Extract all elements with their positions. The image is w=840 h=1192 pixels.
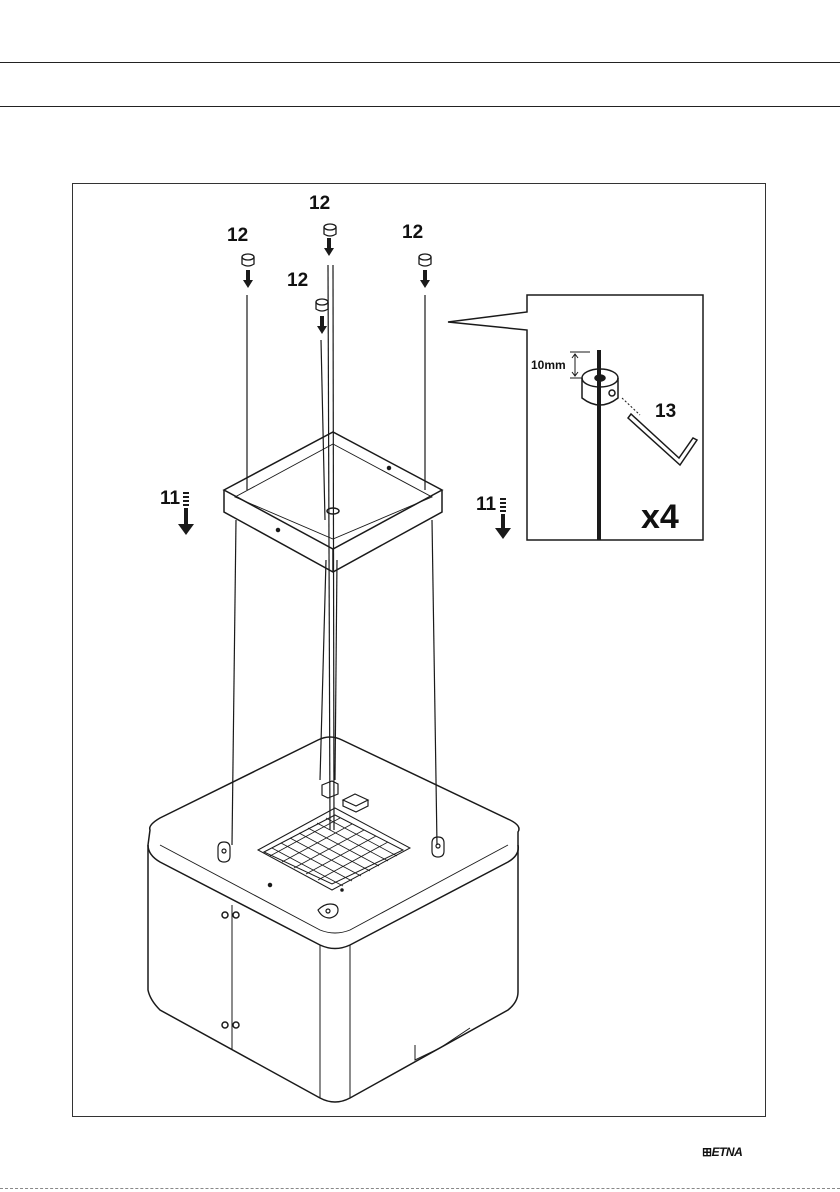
label-canopy-right: 11 [476,495,496,514]
label-bolt-top: 12 [309,194,330,213]
label-bolt-inner: 12 [287,271,308,290]
junction-box [343,794,368,812]
label-multiplier: x4 [641,500,679,534]
label-canopy-left: 11 [160,489,180,508]
brand-logo: ⊞ETNA [702,1145,742,1159]
label-bolt-left: 12 [227,226,248,245]
mount-left [218,842,230,862]
label-distance: 10mm [531,359,566,371]
mount-front [318,904,338,918]
mount-right [432,837,444,857]
arrow-down-icon [178,238,511,539]
brand-name: ETNA [712,1145,743,1159]
label-bolt-right: 12 [402,223,423,242]
page-edge-line [0,1188,840,1189]
label-wrench: 13 [655,402,676,421]
cable-center-2 [333,265,334,830]
